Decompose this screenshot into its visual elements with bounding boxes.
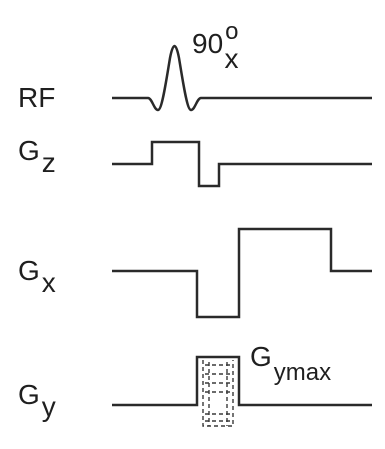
gx-trace bbox=[112, 227, 372, 319]
gymax-annotation: Gymax bbox=[250, 341, 331, 385]
gymax-sub: ymax bbox=[273, 359, 332, 386]
gx-label: Gx bbox=[18, 255, 56, 297]
gz-trace bbox=[112, 140, 372, 188]
gz-label-main: G bbox=[18, 135, 40, 166]
pulse-angle: 90 bbox=[192, 28, 224, 59]
gz-label-sub: z bbox=[41, 147, 56, 178]
rf-trace bbox=[112, 44, 372, 112]
gy-label-sub: y bbox=[41, 391, 56, 422]
gy-trace bbox=[112, 355, 372, 407]
rf-label: RF bbox=[18, 84, 55, 112]
gx-label-sub: x bbox=[41, 267, 56, 298]
gx-label-main: G bbox=[18, 255, 40, 286]
pulse-annotation: 90ox bbox=[192, 20, 239, 73]
gy-label: Gy bbox=[18, 379, 56, 421]
gz-label: Gz bbox=[18, 135, 56, 177]
phase-encode-steps bbox=[202, 360, 234, 427]
gy-label-main: G bbox=[18, 379, 40, 410]
gymax-main: G bbox=[250, 341, 272, 372]
pulse-axis: x bbox=[224, 43, 239, 74]
rf-label-text: RF bbox=[18, 82, 56, 113]
pulse-degree: o bbox=[225, 18, 239, 45]
